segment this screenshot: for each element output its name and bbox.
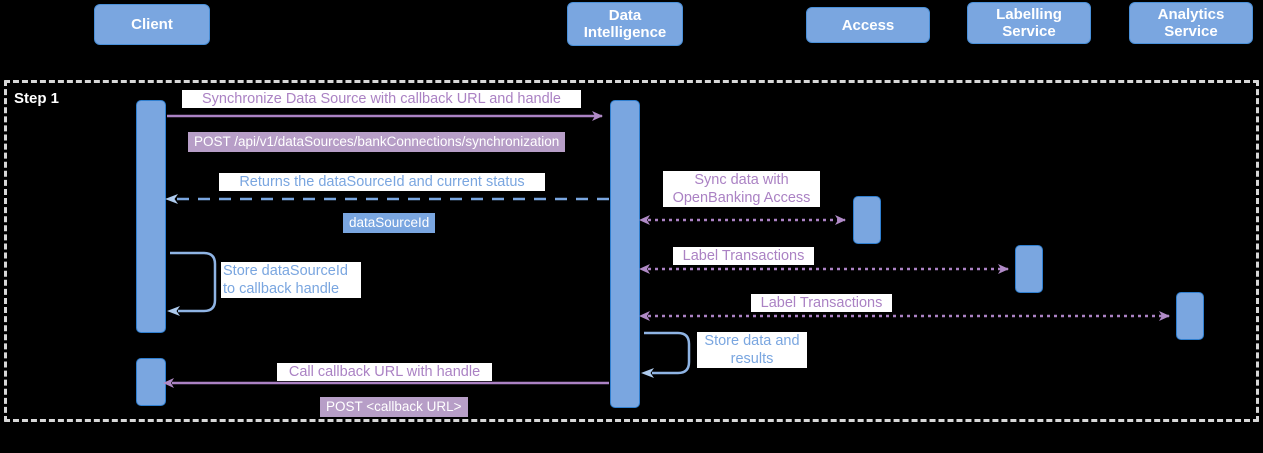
participant-analytics-service[interactable]: Analytics Service (1129, 2, 1253, 44)
participant-label: Access (841, 16, 895, 34)
participant-access[interactable]: Access (806, 7, 930, 43)
arrow-store-datasourceid-selfloop (167, 251, 217, 316)
activation-data-intelligence (610, 100, 640, 408)
activation-analytics-service (1176, 292, 1204, 340)
message-note-post-synchronization: POST /api/v1/dataSources/bankConnections… (188, 132, 566, 152)
message-label-sync-data-openbanking: Sync data with OpenBanking Access (663, 171, 820, 207)
activation-access (853, 196, 881, 244)
step-frame (4, 80, 1259, 422)
participant-label: Data Intelligence (583, 7, 667, 41)
message-label-label-transactions-analytics: Label Transactions (751, 294, 892, 312)
message-label-synchronize-data-source: Synchronize Data Source with callback UR… (182, 90, 581, 108)
arrow-store-data-and-results-selfloop (641, 331, 691, 378)
participant-label: Labelling Service (996, 6, 1062, 40)
message-note-datasourceid: dataSourceId (343, 213, 436, 233)
participant-label: Analytics Service (1157, 6, 1225, 40)
message-label-returns-datasourceid: Returns the dataSourceId and current sta… (219, 173, 545, 191)
step-frame-label: Step 1 (14, 90, 60, 107)
message-label-store-data-and-results: Store data and results (697, 332, 807, 368)
participant-data-intelligence[interactable]: Data Intelligence (567, 2, 683, 46)
message-label-store-datasourceid: Store dataSourceId to callback handle (221, 262, 361, 298)
activation-client-1 (136, 100, 166, 333)
message-label-label-transactions-labelling: Label Transactions (673, 247, 814, 265)
participant-labelling-service[interactable]: Labelling Service (967, 2, 1091, 44)
participant-client[interactable]: Client (94, 4, 210, 45)
activation-labelling-service (1015, 245, 1043, 293)
message-label-call-callback-url: Call callback URL with handle (277, 363, 492, 381)
participant-label: Client (131, 16, 173, 33)
message-note-post-callback-url: POST <callback URL> (320, 397, 468, 417)
